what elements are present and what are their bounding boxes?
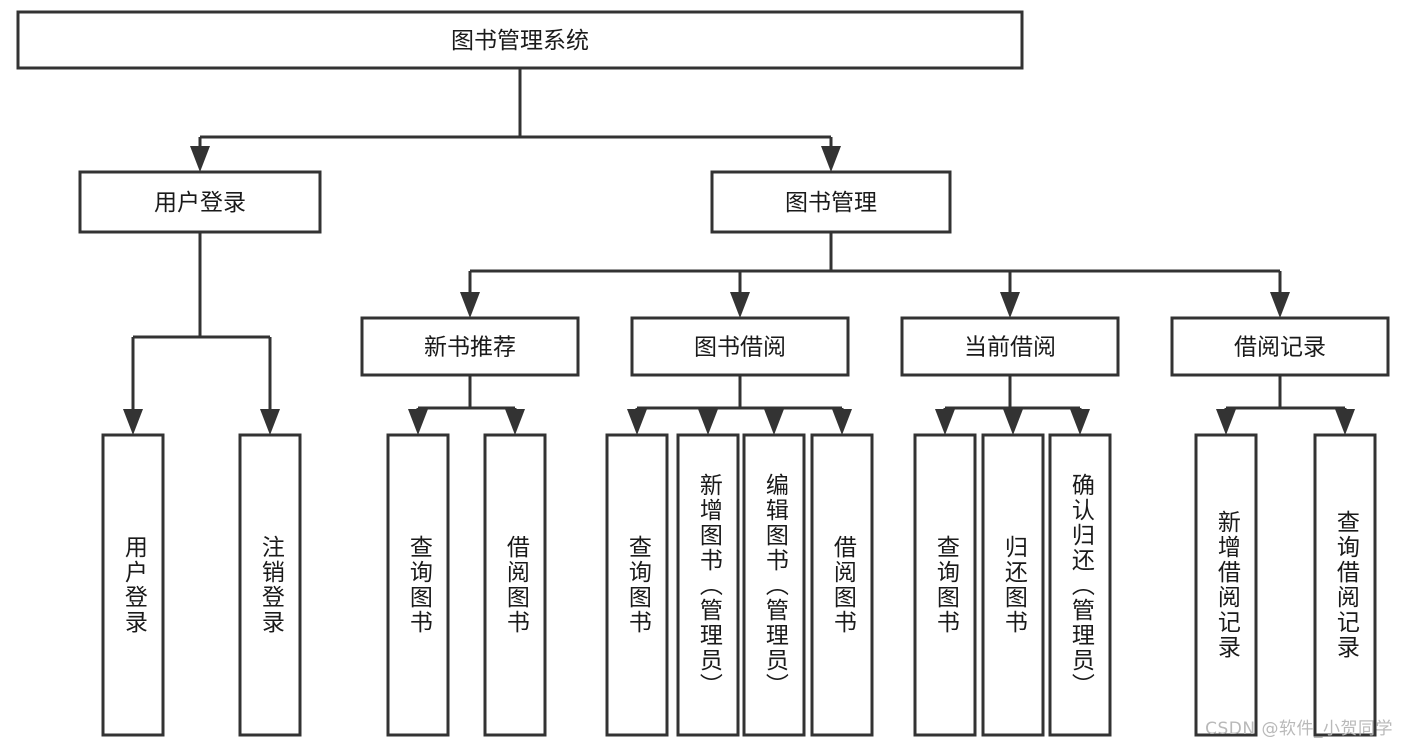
node-label-leaf_cb_return: 归还图书 [1000, 535, 1027, 635]
node-label-new_book_rec: 新书推荐 [424, 335, 516, 361]
node-label-leaf_bb_borrow: 借阅图书 [829, 535, 856, 635]
node-label-wrap-leaf_cb_query: 查询图书 [915, 435, 975, 735]
node-label-leaf_br_add: 新增借阅记录 [1213, 510, 1240, 660]
node-box-leaf_br_query [1313, 433, 1377, 737]
node-label-wrap-leaf_bb_borrow: 借阅图书 [812, 435, 872, 735]
node-box-leaf_bb_add [676, 433, 740, 737]
node-label-wrap-leaf_br_add: 新增借阅记录 [1196, 435, 1256, 735]
node-label-wrap-leaf_cb_confirm: 确认归还（管理员） [1050, 435, 1110, 735]
node-label-wrap-leaf_rec_query: 查询图书 [388, 435, 448, 735]
node-box-leaf_cb_return [981, 433, 1045, 737]
node-label-wrap-leaf_bb_edit: 编辑图书（管理员） [744, 435, 804, 735]
node-label-wrap-leaf_br_query: 查询借阅记录 [1315, 435, 1375, 735]
node-label-wrap-leaf_user_login: 用户登录 [103, 435, 163, 735]
node-label-wrap-leaf_bb_add: 新增图书（管理员） [678, 435, 738, 735]
node-box-leaf_bb_edit [742, 433, 806, 737]
node-label-book_manage: 图书管理 [785, 190, 877, 216]
node-box-leaf_cb_query [913, 433, 977, 737]
node-label-current_borrow: 当前借阅 [964, 335, 1056, 361]
node-label-leaf_cb_confirm: 确认归还（管理员） [1067, 472, 1094, 698]
node-label-leaf_bb_edit: 编辑图书（管理员） [761, 472, 788, 698]
node-box-leaf_br_add [1194, 433, 1258, 737]
node-label-book_borrow: 图书借阅 [694, 335, 786, 361]
node-label-leaf_bb_add: 新增图书（管理员） [695, 472, 722, 698]
node-box-leaf_rec_borrow [483, 433, 547, 737]
node-label-user_login: 用户登录 [154, 190, 246, 216]
node-box-new_book_rec [360, 316, 580, 377]
node-box-book_manage [710, 170, 952, 234]
node-label-leaf_br_query: 查询借阅记录 [1332, 510, 1359, 660]
node-box-leaf_user_login [101, 433, 165, 737]
node-label-leaf_cb_query: 查询图书 [932, 535, 959, 635]
node-label-leaf_bb_query: 查询图书 [624, 535, 651, 635]
node-label-leaf_logout: 注销登录 [257, 535, 284, 635]
node-box-root [16, 10, 1024, 70]
node-label-wrap-leaf_logout: 注销登录 [240, 435, 300, 735]
node-label-leaf_rec_borrow: 借阅图书 [502, 535, 529, 635]
node-box-leaf_rec_query [386, 433, 450, 737]
node-label-leaf_user_login: 用户登录 [120, 535, 147, 635]
node-box-user_login [78, 170, 322, 234]
node-label-leaf_rec_query: 查询图书 [405, 535, 432, 635]
node-box-leaf_bb_query [605, 433, 669, 737]
node-label-root: 图书管理系统 [451, 28, 589, 54]
node-label-borrow_record: 借阅记录 [1234, 335, 1326, 361]
node-box-leaf_bb_borrow [810, 433, 874, 737]
node-box-borrow_record [1170, 316, 1390, 377]
watermark: CSDN @软件_小贺同学 [1205, 719, 1393, 739]
node-label-wrap-leaf_bb_query: 查询图书 [607, 435, 667, 735]
node-label-wrap-leaf_rec_borrow: 借阅图书 [485, 435, 545, 735]
node-box-leaf_logout [238, 433, 302, 737]
node-box-book_borrow [630, 316, 850, 377]
node-box-current_borrow [900, 316, 1120, 377]
node-label-wrap-leaf_cb_return: 归还图书 [983, 435, 1043, 735]
node-box-leaf_cb_confirm [1048, 433, 1112, 737]
